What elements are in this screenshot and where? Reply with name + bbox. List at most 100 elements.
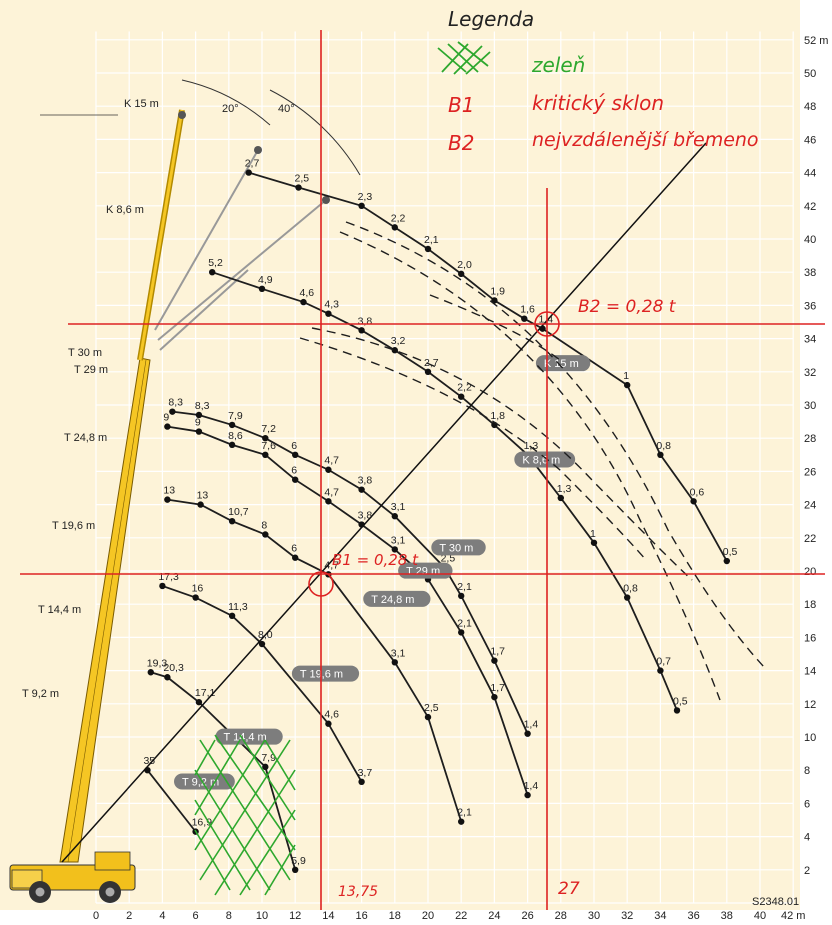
- load-point: [358, 202, 365, 209]
- load-value-label: 4,6: [300, 287, 315, 299]
- load-value-label: 2,5: [295, 173, 310, 185]
- y-tick-label: 22: [804, 533, 816, 545]
- load-value-label: 8: [261, 519, 267, 531]
- load-value-label: 4,6: [324, 709, 339, 721]
- grid: [95, 31, 794, 904]
- load-point: [391, 513, 398, 520]
- load-value-label: 1: [623, 370, 629, 382]
- load-point: [723, 557, 730, 565]
- load-point: [197, 501, 204, 508]
- load-value-label: 1,7: [490, 682, 505, 694]
- load-value-label: 4,7: [324, 455, 339, 467]
- load-point: [300, 298, 307, 306]
- y-tick-label: 36: [804, 300, 816, 312]
- y-tick-label: 38: [804, 267, 816, 279]
- y-tick-label: 26: [804, 466, 816, 478]
- y-tick-label: 44: [804, 168, 816, 180]
- boom-label-t30: T 30 m: [68, 347, 102, 359]
- curve-badge: [431, 539, 486, 556]
- load-point: [424, 713, 432, 721]
- load-point: [657, 667, 664, 674]
- load-value-label: 17,3: [158, 571, 179, 583]
- load-point: [458, 818, 465, 825]
- load-curve: [162, 585, 363, 783]
- x-tick-label: 26: [521, 910, 533, 922]
- x-tick-label: 12: [289, 910, 301, 922]
- x-tick-label: 24: [488, 910, 500, 922]
- x-tick-label: 38: [721, 910, 733, 922]
- load-value-label: 20,3: [163, 662, 184, 674]
- load-point: [358, 327, 365, 334]
- y-tick-label: 12: [804, 699, 816, 711]
- load-value-label: 2,1: [457, 617, 472, 629]
- x-tick-label: 42 m: [781, 910, 805, 922]
- load-value-label: 0,7: [656, 656, 671, 668]
- load-point: [458, 393, 465, 400]
- x-tick-label: 2: [126, 910, 132, 922]
- legend-hatch-icon: [437, 41, 491, 75]
- load-point: [258, 640, 266, 648]
- curve-badge: [174, 773, 235, 790]
- load-point: [491, 657, 498, 664]
- load-point: [245, 169, 252, 176]
- curve-badge: [291, 665, 360, 682]
- y-tick-label: 46: [804, 134, 816, 146]
- b1-marker: [308, 571, 334, 597]
- load-point: [262, 763, 269, 771]
- boom-label-t92: T 9,2 m: [22, 688, 59, 700]
- load-value-label: 1,6: [520, 304, 535, 316]
- load-value-label: 3,7: [358, 767, 373, 779]
- load-value-label: 0,5: [673, 695, 688, 707]
- load-value-label: 2,2: [457, 382, 472, 394]
- load-value-label: 2,3: [358, 191, 373, 203]
- load-point: [657, 451, 664, 458]
- load-value-label: 5,2: [208, 257, 223, 269]
- load-value-label: 1,3: [524, 440, 539, 452]
- y-tick-label: 32: [804, 367, 816, 379]
- load-value-label: 8,3: [195, 400, 210, 412]
- legend-item-farthest: nejvzdálenější břemeno: [532, 129, 759, 151]
- x-tick-label: 20: [422, 910, 434, 922]
- x-tick-label: 34: [654, 910, 666, 922]
- load-curve: [167, 425, 529, 796]
- y-tick-label: 30: [804, 400, 816, 412]
- load-value-label: 7,9: [228, 410, 243, 422]
- load-point: [195, 411, 203, 419]
- load-point: [262, 435, 269, 442]
- load-value-label: 2,5: [441, 553, 456, 565]
- y-tick-label: 24: [804, 500, 816, 512]
- load-point: [228, 441, 236, 449]
- load-point: [424, 245, 432, 253]
- load-point: [228, 612, 236, 620]
- load-point: [164, 423, 171, 430]
- curve-badge-label: K 8,6 m: [522, 454, 560, 466]
- load-point: [325, 310, 332, 317]
- load-value-label: 1,7: [490, 646, 505, 658]
- load-point: [209, 269, 216, 276]
- load-value-label: 11,3: [228, 601, 248, 613]
- load-point: [262, 531, 269, 538]
- load-value-label: 2,2: [391, 212, 406, 224]
- load-value-label: 3,8: [358, 475, 373, 487]
- load-value-label: 1,8: [490, 410, 505, 422]
- y-tick-label: 4: [804, 832, 810, 844]
- x-tick-label: 8: [226, 910, 232, 922]
- curve-badge-label: T 9,2 m: [182, 776, 219, 788]
- boom-label-k86: K 8,6 m: [106, 204, 144, 216]
- load-value-label: 5,9: [291, 855, 306, 867]
- angle-label-20: 20°: [222, 103, 239, 115]
- curve-badge: [535, 355, 591, 372]
- load-point: [292, 476, 299, 483]
- curve-badge-label: K 15 m: [544, 358, 579, 370]
- load-value-label: 3,8: [358, 315, 373, 327]
- load-value-label: 2,1: [457, 807, 472, 819]
- x-tick-label: 30: [588, 910, 600, 922]
- boom-label-t196: T 19,6 m: [52, 520, 95, 532]
- x-mark-1375: 13,75: [338, 884, 378, 900]
- load-point: [325, 720, 332, 727]
- load-point: [292, 866, 299, 873]
- load-point: [262, 451, 269, 458]
- y-tick-label: 42: [804, 201, 816, 213]
